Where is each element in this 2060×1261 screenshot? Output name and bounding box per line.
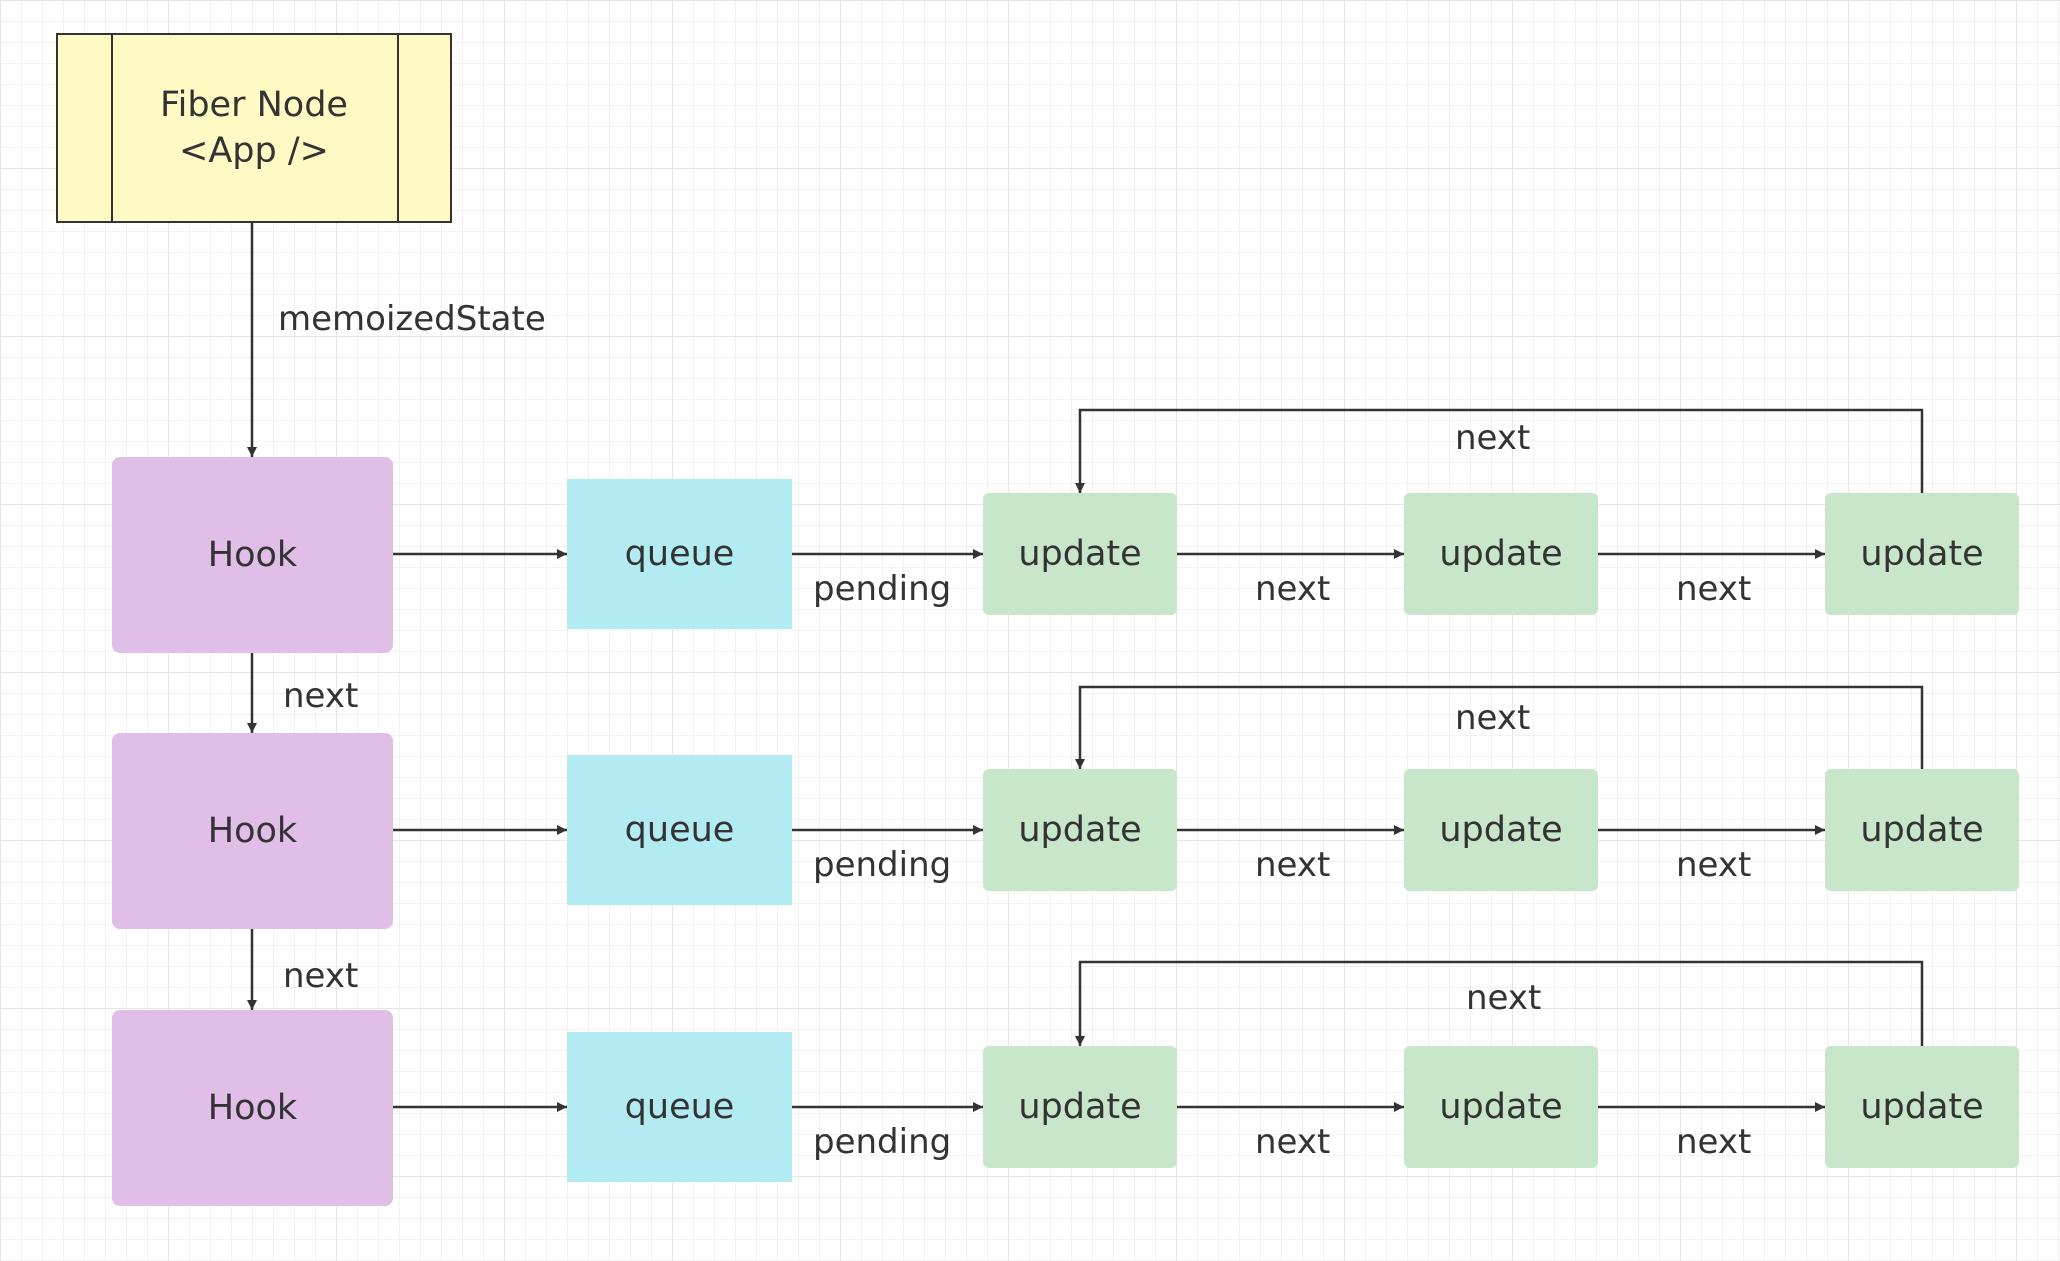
fiber-node-right-bar	[397, 35, 399, 221]
update-label: update	[1860, 534, 1984, 574]
next-label-3-2: next	[1676, 1122, 1752, 1162]
update-node-3-2[interactable]: update	[1404, 1046, 1598, 1168]
update-label: update	[1018, 1087, 1142, 1127]
update-node-3-1[interactable]: update	[983, 1046, 1177, 1168]
hook-label: Hook	[207, 535, 298, 575]
fiber-node-left-bar	[111, 35, 113, 221]
next-label-1-1: next	[1255, 569, 1331, 609]
queue-label: queue	[624, 810, 735, 850]
next-label-3-1: next	[1255, 1122, 1331, 1162]
hook-next-label-1: next	[283, 676, 359, 716]
hook-next-label-2: next	[283, 956, 359, 996]
hook-node-3[interactable]: Hook	[112, 1010, 393, 1206]
update-node-1-2[interactable]: update	[1404, 493, 1598, 615]
edge-row2-loop	[1075, 685, 1924, 769]
queue-label: queue	[624, 534, 735, 574]
queue-label: queue	[624, 1087, 735, 1127]
update-node-2-2[interactable]: update	[1404, 769, 1598, 891]
pending-label-1: pending	[813, 569, 952, 609]
fiber-node[interactable]: Fiber Node <App />	[56, 33, 452, 223]
fiber-node-title: Fiber Node	[160, 85, 348, 125]
edge-row3-loop	[1075, 960, 1924, 1046]
update-label: update	[1018, 534, 1142, 574]
update-label: update	[1018, 810, 1142, 850]
update-node-1-3[interactable]: update	[1825, 493, 2019, 615]
update-node-1-1[interactable]: update	[983, 493, 1177, 615]
queue-node-1[interactable]: queue	[567, 479, 792, 629]
update-label: update	[1860, 810, 1984, 850]
pending-label-3: pending	[813, 1122, 952, 1162]
update-node-2-1[interactable]: update	[983, 769, 1177, 891]
hook-node-2[interactable]: Hook	[112, 733, 393, 929]
queue-node-3[interactable]: queue	[567, 1032, 792, 1182]
update-label: update	[1439, 810, 1563, 850]
update-node-3-3[interactable]: update	[1825, 1046, 2019, 1168]
next-label-2-2: next	[1676, 845, 1752, 885]
hook-label: Hook	[207, 811, 298, 851]
loop-next-label-1: next	[1455, 418, 1531, 458]
memoizedstate-label: memoizedState	[278, 299, 546, 339]
loop-next-label-2: next	[1455, 698, 1531, 738]
update-label: update	[1439, 1087, 1563, 1127]
update-label: update	[1860, 1087, 1984, 1127]
update-node-2-3[interactable]: update	[1825, 769, 2019, 891]
hook-node-1[interactable]: Hook	[112, 457, 393, 653]
next-label-1-2: next	[1676, 569, 1752, 609]
loop-next-label-3: next	[1466, 978, 1542, 1018]
pending-label-2: pending	[813, 845, 952, 885]
hook-label: Hook	[207, 1088, 298, 1128]
edge-row1-loop	[1075, 408, 1924, 493]
queue-node-2[interactable]: queue	[567, 755, 792, 905]
update-label: update	[1439, 534, 1563, 574]
next-label-2-1: next	[1255, 845, 1331, 885]
fiber-node-component: <App />	[179, 131, 329, 171]
